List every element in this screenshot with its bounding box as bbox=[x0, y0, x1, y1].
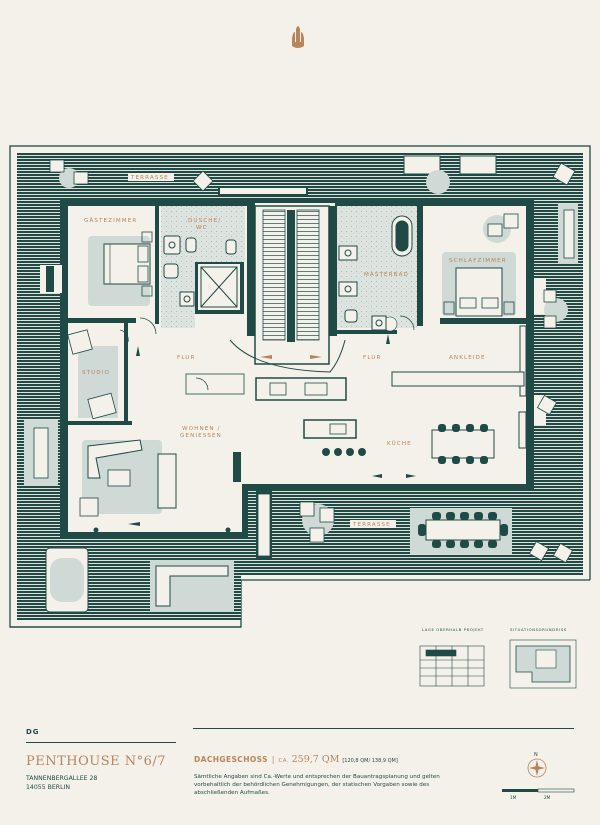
studio-furniture bbox=[67, 329, 118, 420]
doors bbox=[119, 315, 415, 391]
label-ankleide: ANKLEIDE bbox=[449, 355, 486, 361]
divider-left bbox=[26, 742, 176, 743]
staircase bbox=[229, 205, 346, 373]
address-line2: 14055 BERLIN bbox=[26, 784, 71, 791]
keyplan-thumbnail bbox=[509, 639, 577, 689]
address-line1: TANNENBERGALLEE 28 bbox=[26, 775, 98, 782]
logo-icon bbox=[292, 26, 304, 48]
guest-bed bbox=[88, 231, 153, 306]
master-bed bbox=[442, 252, 516, 317]
label-kueche: KÜCHE bbox=[387, 440, 412, 447]
elevation-label: LAGE OBERHALB PROJEKT bbox=[422, 627, 484, 632]
area-detail: [120,8 QM/ 138,9 QM] bbox=[342, 758, 398, 764]
label-masterbad: MASTERBAD bbox=[364, 272, 409, 278]
area-info: DACHGESCHOSS|CA. 259,7 QM[120,8 QM/ 138,… bbox=[194, 754, 398, 765]
unit-title: PENTHOUSE N°6/7 bbox=[26, 754, 167, 769]
label-flur-right: FLUR bbox=[363, 355, 381, 361]
label-dusche: DUSCHE/ bbox=[188, 218, 221, 224]
label-flur-left: FLUR bbox=[177, 355, 195, 361]
address: TANNENBERGALLEE 28 14055 BERLIN bbox=[26, 774, 97, 792]
keyplan-label: SITUATIONSGRUNDRISS bbox=[510, 627, 567, 632]
terrace-furniture bbox=[24, 155, 578, 613]
room-labels: TERRASSE GÄSTEZIMMER DUSCHE/ WC MASTERBA… bbox=[82, 173, 507, 528]
flow-arrows bbox=[136, 334, 390, 356]
area-prefix: CA. bbox=[278, 758, 290, 764]
label-terrasse-bottom: TERRASSE bbox=[352, 522, 391, 528]
label-gaestezimmer: GÄSTEZIMMER bbox=[84, 217, 137, 224]
elevator bbox=[200, 266, 238, 308]
elevation-thumbnail bbox=[419, 645, 485, 687]
label-wohnen: WOHNEN / bbox=[182, 426, 221, 432]
area-separator: | bbox=[271, 755, 275, 764]
master-armchair bbox=[483, 213, 519, 243]
living-furniture bbox=[79, 373, 245, 533]
kitchen-furniture bbox=[255, 377, 495, 478]
scale-label-1m: 1M bbox=[510, 795, 517, 800]
floor-code: DG bbox=[26, 728, 40, 736]
disclaimer: Sämtliche Angaben sind Ca.-Werte und ent… bbox=[194, 774, 440, 796]
label-schlafzimmer: SCHLAFZIMMER bbox=[449, 258, 507, 264]
ankleide-wardrobes bbox=[391, 325, 527, 449]
label-studio: STUDIO bbox=[82, 370, 110, 376]
label-terrasse-top: TERRASSE bbox=[130, 175, 169, 181]
sanitary-fixtures bbox=[163, 215, 413, 331]
divider-right bbox=[193, 728, 574, 729]
compass-north: N bbox=[534, 752, 538, 758]
label-wc: WC bbox=[196, 225, 208, 231]
label-geniessen: GENIESSEN bbox=[180, 433, 222, 439]
scale-bar: 1M 2M bbox=[502, 788, 575, 800]
scale-label-2m: 2M bbox=[544, 795, 551, 800]
compass-icon: N bbox=[527, 752, 547, 778]
area-value: 259,7 QM bbox=[291, 754, 340, 765]
floor-name: DACHGESCHOSS bbox=[194, 755, 268, 764]
